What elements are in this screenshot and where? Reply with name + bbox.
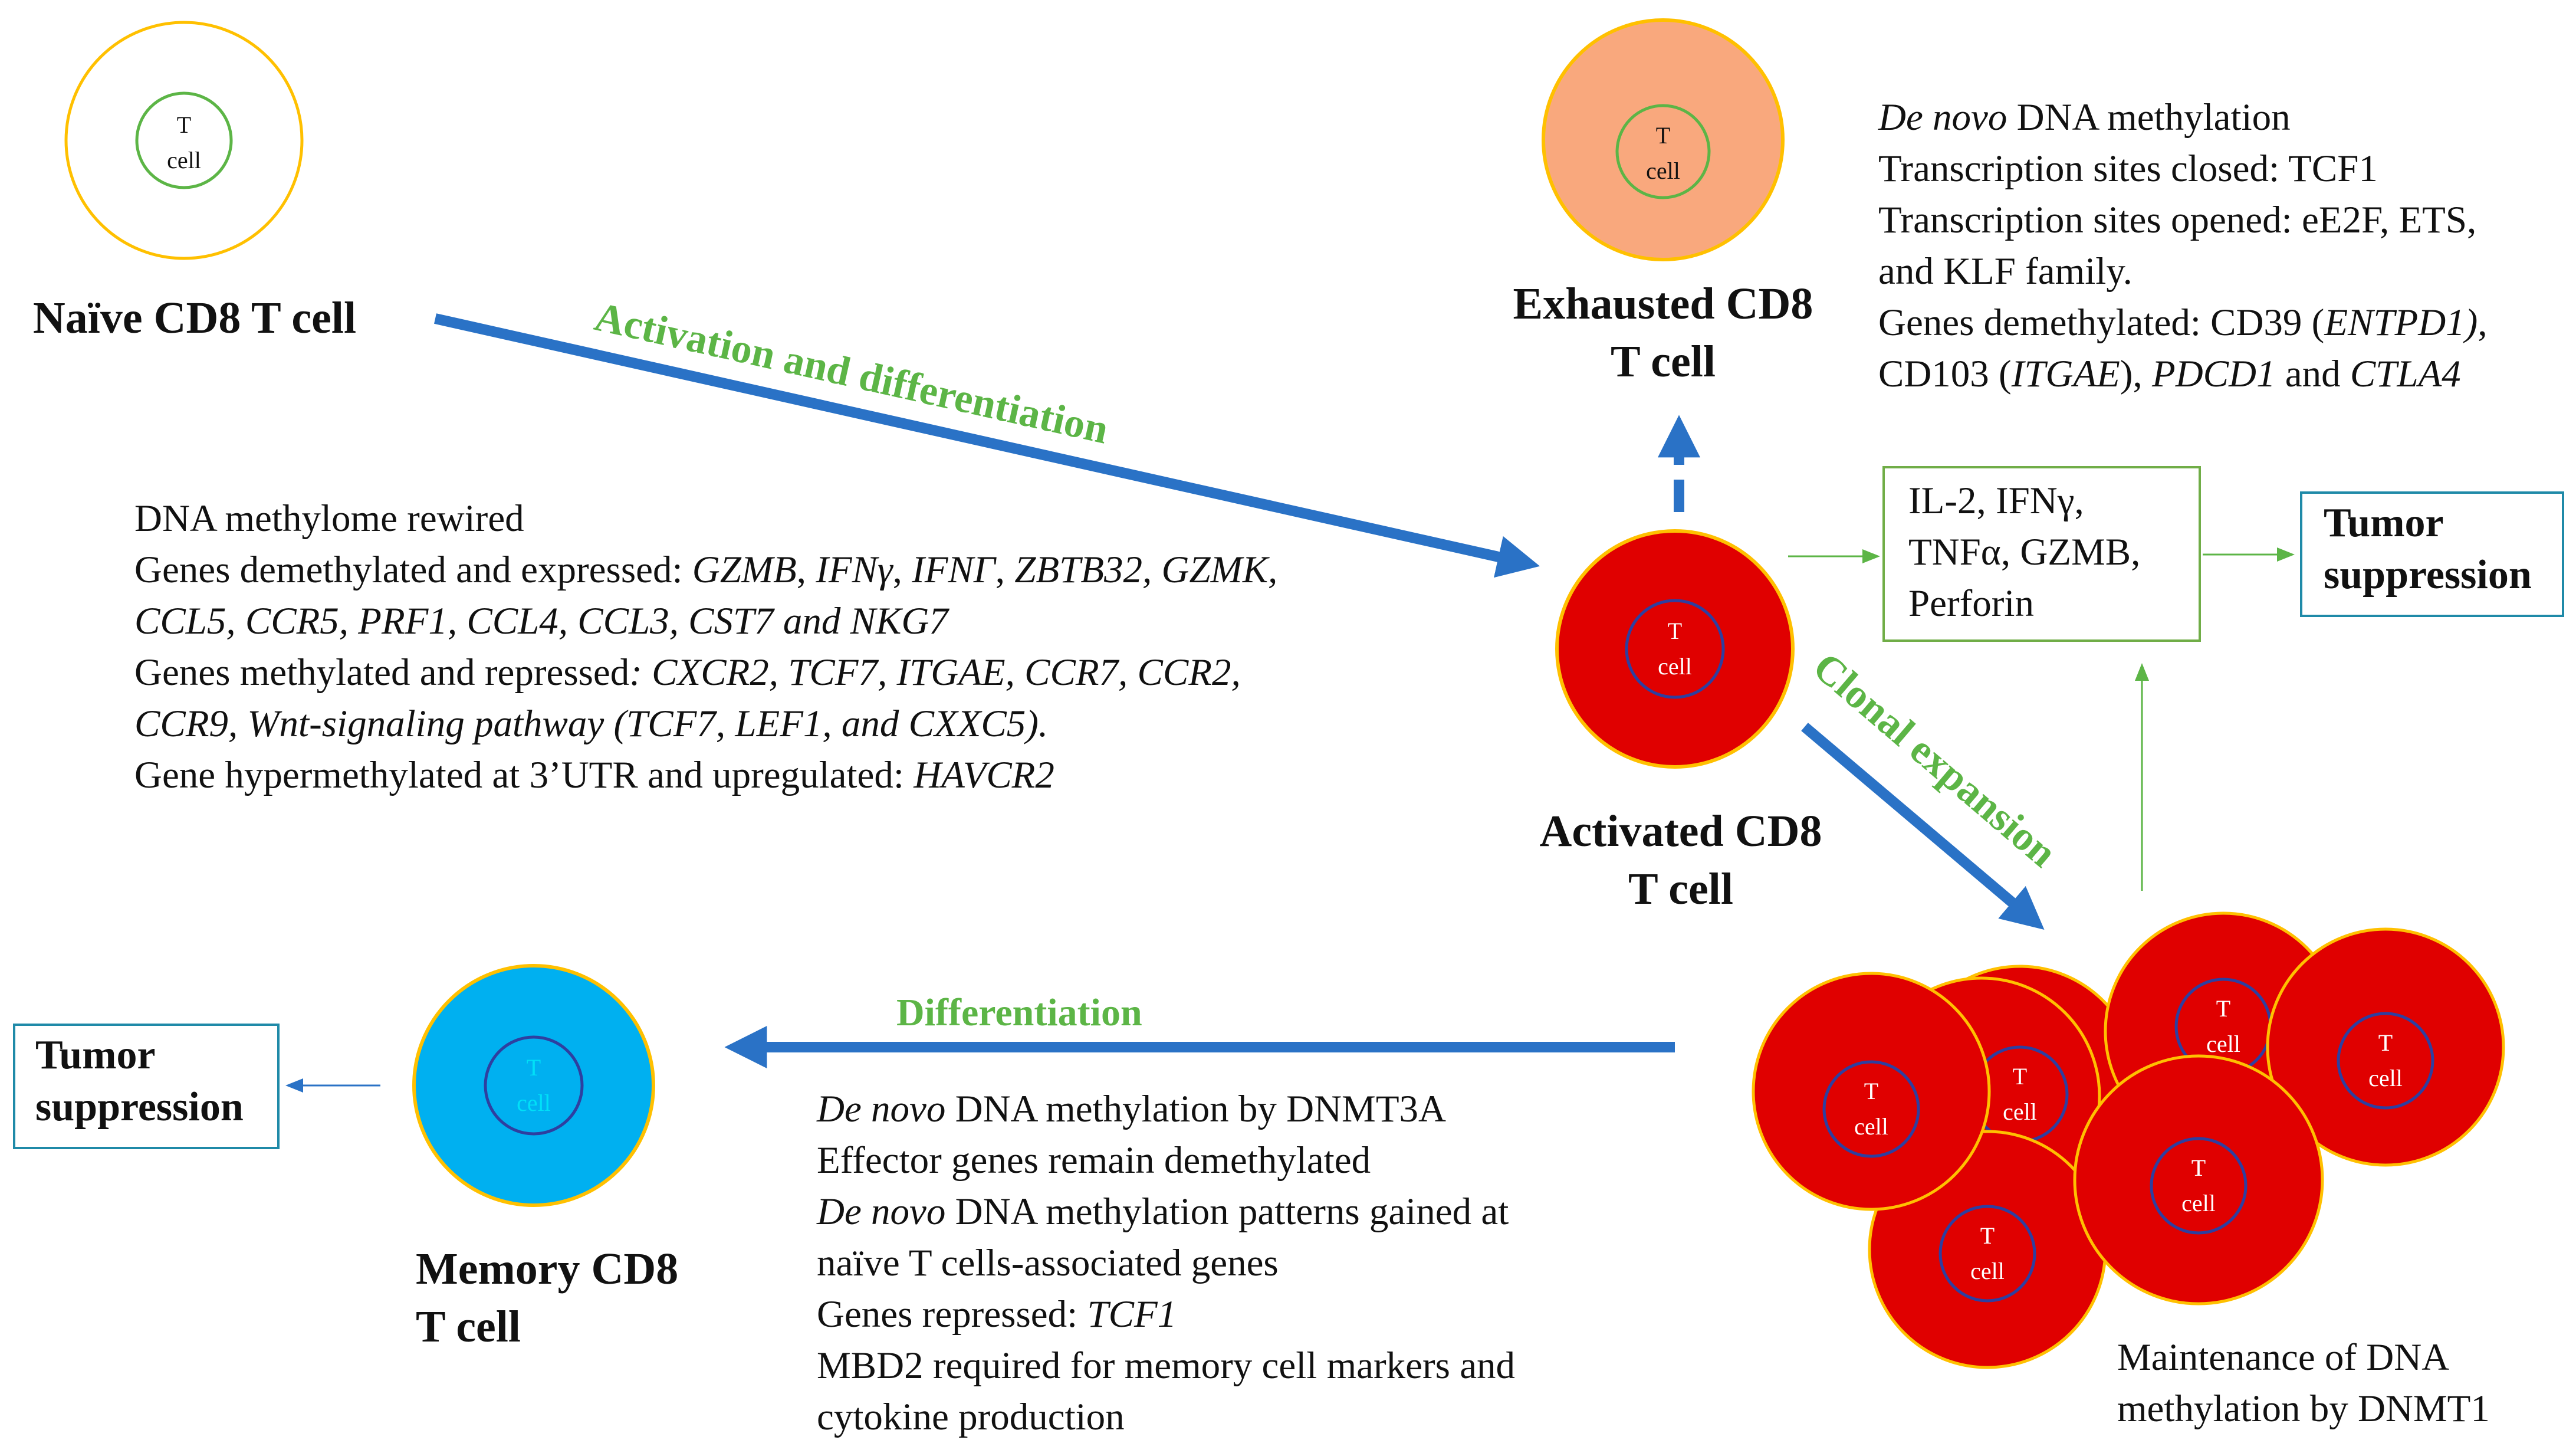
clonal-expansion-arrow [1801, 723, 2045, 930]
svg-text:cell: cell [517, 1090, 551, 1116]
activation-notes: DNA methylome rewired Genes demethylated… [134, 497, 1278, 796]
tumor-suppression-box-left: Tumor suppression [13, 1024, 280, 1149]
cytokines-box: IL-2, IFNγ, TNFα, GZMB, Perforin [1882, 466, 2201, 642]
svg-text:cell: cell [2003, 1098, 2037, 1125]
svg-text:cell: cell [1970, 1258, 2005, 1284]
maintenance-note: Maintenance of DNA methylation by DNMT1 [2117, 1336, 2490, 1430]
exhausted-t-cell: T cell [1542, 18, 1785, 261]
svg-text:cell: cell [1854, 1113, 1888, 1140]
activation-arrow [434, 313, 1540, 578]
memory-cell-label: Memory CD8 T cell [416, 1244, 679, 1352]
tumor-suppression-box-right: Tumor suppression [2300, 491, 2564, 617]
svg-text:T: T [177, 111, 191, 138]
memory-notes: De novo DNA methylation by DNMT3A Effect… [817, 1088, 1516, 1438]
clonal-cell-cluster: T cell T cell T cell T cell T cell [1752, 911, 2505, 1369]
svg-text:cell: cell [1646, 158, 1680, 184]
clone-cell: T cell [1752, 972, 1991, 1211]
cytokines-line: TNFα, GZMB, [1908, 531, 2141, 573]
exhausted-notes: De novo DNA methylation Transcription si… [1878, 96, 2488, 395]
cytokines-line: IL-2, IFNγ, [1908, 480, 2084, 522]
svg-text:T: T [1864, 1078, 1878, 1104]
svg-text:T: T [2191, 1154, 2206, 1181]
svg-text:T: T [2378, 1029, 2393, 1056]
memory-t-cell: T cell [412, 964, 655, 1207]
svg-text:cell: cell [167, 147, 201, 173]
naive-t-cell: T cell [64, 21, 304, 260]
svg-text:T: T [1980, 1222, 1995, 1249]
svg-text:T: T [2216, 995, 2230, 1022]
svg-text:T: T [2013, 1063, 2027, 1090]
svg-text:T: T [527, 1054, 541, 1081]
activated-t-cell: T cell [1555, 529, 1795, 769]
clone-cell: T cell [2266, 927, 2505, 1167]
svg-text:cell: cell [2181, 1190, 2216, 1216]
exhausted-cell-label: Exhausted CD8 T cell [1513, 279, 1813, 386]
activated-cell-label: Activated CD8 T cell [1539, 806, 1822, 914]
cytokines-line: Perforin [1908, 582, 2034, 625]
naive-cell-label: Naïve CD8 T cell [32, 293, 357, 343]
svg-text:T: T [1656, 122, 1670, 149]
svg-text:cell: cell [2206, 1031, 2240, 1057]
svg-text:T: T [1668, 618, 1682, 644]
svg-text:cell: cell [2368, 1065, 2403, 1091]
differentiation-label: Differentiation [896, 991, 1142, 1034]
clone-cell: T cell [2073, 1054, 2324, 1306]
svg-text:cell: cell [1658, 653, 1692, 680]
